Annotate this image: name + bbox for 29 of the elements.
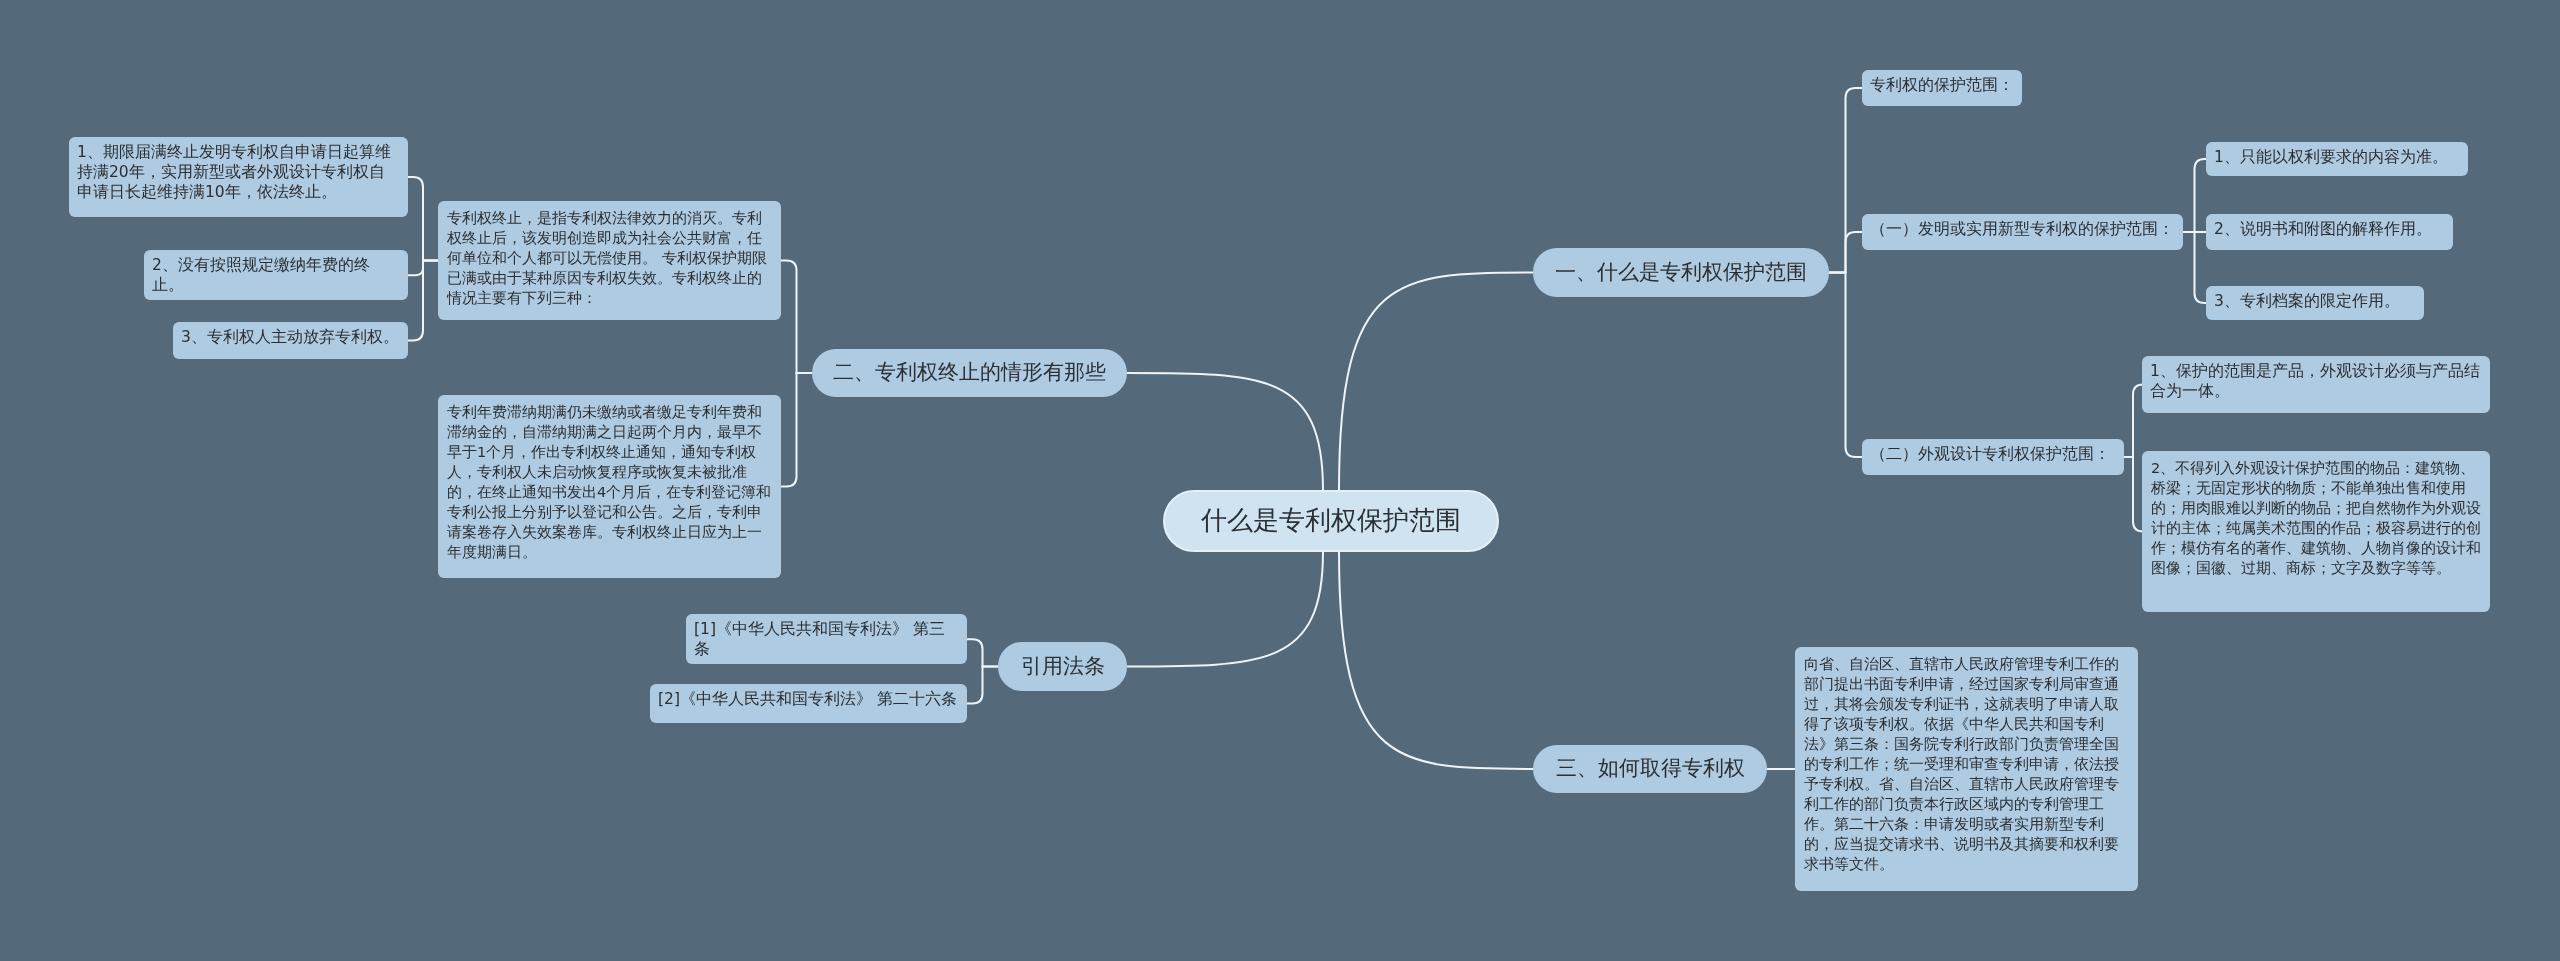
note-box: 向省、自治区、直辖市人民政府管理专利工作的部门提出书面专利申请，经过国家专利局审查通过，其将会颁发专利证书，这就表明了申请人取得了该项专利权。依据《中华人民共和国专利法》第三条：国务院专利行政部门负责管理全国的专利工作；统一受理和审查专利申请，依法授予专利权。省、自治区、直辖市人民政府管理专利工作的部门负责本行政区域内的专利管理工作。第二十六条：申请发明或者实用新型专利的，应当提交请求书、说明书及其摘要和权利要求书等文件。: [1795, 647, 2138, 891]
branch-topic: 引用法条: [998, 642, 1127, 691]
branch-topic: 二、专利权终止的情形有那些: [812, 349, 1127, 397]
connector-line: [2123, 456, 2144, 533]
note-box: 专利年费滞纳期满仍未缴纳或者缴足专利年费和滞纳金的，自滞纳期满之日起两个月内，最早不早于1个月，作出专利权终止通知，通知专利权人，专利权人未启动恢复程序或恢复未被批准的，在终止通知书发出4个月后，在专利登记簿和专利公报上分别予以登记和公告。之后，专利申请案卷存入失效案卷库。专利权终止日应为上一年度期满日。: [438, 395, 781, 578]
branch-topic: 三、如何取得专利权: [1533, 745, 1767, 793]
subtopic-box: [1]《中华人民共和国专利法》 第三条: [686, 614, 967, 665]
subtopic-box: 专利权的保护范围：: [1862, 70, 2022, 106]
subtopic-box: 2、没有按照规定缴纳年费的终止。: [144, 250, 408, 301]
subtopic-box: 1、只能以权利要求的内容为准。: [2206, 142, 2468, 176]
note-box: 专利权终止，是指专利权法律效力的消灭。专利权终止后，该发明创造即成为社会公共财富，任何单位和个人都可以无偿使用。 专利权保护期限已满或由于某种原因专利权失效。专利权终止的情况主要有下列三种：: [438, 201, 781, 320]
connector-line: [1126, 551, 1324, 668]
subtopic-box: （二）外观设计专利权保护范围：: [1862, 439, 2124, 475]
subtopic-box: 2、说明书和附图的解释作用。: [2206, 214, 2453, 250]
connector-line: [2182, 231, 2207, 304]
connector-line: [1338, 271, 1534, 491]
subtopic-box: （一）发明或实用新型专利权的保护范围：: [1862, 214, 2183, 250]
subtopic-box: 3、专利档案的限定作用。: [2206, 286, 2424, 320]
connector-line: [1338, 551, 1534, 770]
subtopic-box: [2]《中华人民共和国专利法》 第二十六条: [650, 684, 967, 723]
subtopic-box: 3、专利权人主动放弃专利权。: [173, 322, 408, 359]
note-box: 2、不得列入外观设计保护范围的物品：建筑物、桥梁；无固定形状的物质；不能单独出售和使用的；用肉眼难以判断的物品；把自然物作为外观设计的主体；纯属美术范围的作品；极容易进行的创作；模仿有名的著作、建筑物、人物肖像的设计和图像；国徽、过期、商标；文字及数字等等。: [2142, 451, 2490, 612]
connector-line: [966, 665, 999, 705]
central-topic: 什么是专利权保护范围: [1163, 490, 1499, 552]
connector-line: [1828, 271, 1863, 458]
subtopic-box: 1、保护的范围是产品，外观设计必须与产品结合为一体。: [2142, 356, 2490, 413]
connector-line: [1126, 372, 1324, 491]
subtopic-box: 1、期限届满终止发明专利权自申请日起算维持满20年，实用新型或者外观设计专利权自申请日长起维持满10年，依法终止。: [69, 137, 408, 217]
branch-topic: 一、什么是专利权保护范围: [1533, 248, 1829, 297]
